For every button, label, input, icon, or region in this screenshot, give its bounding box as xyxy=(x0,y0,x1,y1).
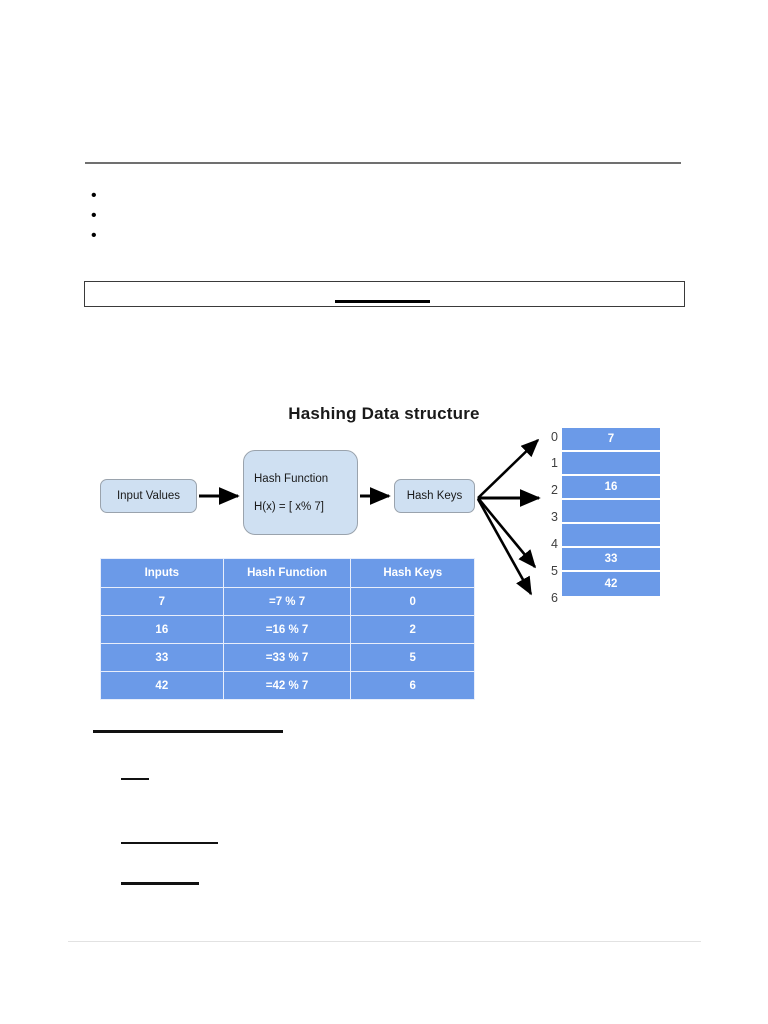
hashing-diagram: Hashing Data structure Input Values xyxy=(0,395,768,705)
table-row: 7 =7 % 7 0 xyxy=(100,587,475,616)
flow-box-function-title: Hash Function xyxy=(254,472,329,485)
top-horizontal-rule xyxy=(85,162,681,164)
hash-mapping-table: Inputs Hash Function Hash Keys 7 =7 % 7 … xyxy=(100,558,475,700)
hash-slot-5: 33 xyxy=(562,548,660,572)
column-header-hash-keys: Hash Keys xyxy=(350,558,475,588)
list-item xyxy=(85,186,685,206)
table-header-row: Inputs Hash Function Hash Keys xyxy=(100,558,475,588)
hash-slot-0: 7 xyxy=(562,428,660,452)
hash-slot-2: 16 xyxy=(562,476,660,500)
bucket-index-3: 3 xyxy=(551,510,558,524)
cell-key: 2 xyxy=(350,615,475,644)
table-row: 33 =33 % 7 5 xyxy=(100,643,475,672)
table-row: 16 =16 % 7 2 xyxy=(100,615,475,644)
flow-box-hash-keys: Hash Keys xyxy=(394,479,475,513)
arrow-key-to-slot-6 xyxy=(476,498,533,596)
flow-box-input-values: Input Values xyxy=(100,479,197,513)
cell-function: =33 % 7 xyxy=(222,643,352,672)
callout-underline xyxy=(335,300,430,303)
column-header-inputs: Inputs xyxy=(100,558,224,588)
hash-slot-6: 42 xyxy=(562,572,660,596)
bucket-index-5: 5 xyxy=(551,564,558,578)
callout-box xyxy=(84,281,685,307)
cell-function: =7 % 7 xyxy=(222,587,352,616)
cell-key: 0 xyxy=(350,587,475,616)
flow-box-keys-label: Hash Keys xyxy=(406,490,463,502)
section-heading-underline-1 xyxy=(93,730,283,733)
cell-function: =42 % 7 xyxy=(222,671,352,700)
section-heading-underline-3 xyxy=(121,842,218,844)
cell-input: 42 xyxy=(100,671,224,700)
cell-key: 5 xyxy=(350,643,475,672)
arrow-key-to-slot-0 xyxy=(477,438,540,499)
bucket-index-4: 4 xyxy=(551,537,558,551)
bucket-index-0: 0 xyxy=(551,430,558,444)
table-row: 42 =42 % 7 6 xyxy=(100,671,475,700)
cell-function: =16 % 7 xyxy=(222,615,352,644)
list-item xyxy=(85,226,685,246)
section-heading-underline-2 xyxy=(121,778,149,780)
bucket-index-1: 1 xyxy=(551,456,558,470)
hash-table-array: 7 16 33 42 xyxy=(562,428,660,596)
flow-box-hash-function: Hash Function H(x) = [ x% 7] xyxy=(243,450,358,535)
cell-input: 33 xyxy=(100,643,224,672)
flow-box-function-formula: H(x) = [ x% 7] xyxy=(254,500,324,513)
column-header-hash-function: Hash Function xyxy=(222,558,352,588)
bucket-index-6: 6 xyxy=(551,591,558,605)
list-item xyxy=(85,206,685,226)
cell-input: 16 xyxy=(100,615,224,644)
hash-slot-1 xyxy=(562,452,660,476)
footer-rule xyxy=(68,941,701,942)
hash-slot-3 xyxy=(562,500,660,524)
flow-box-input-label: Input Values xyxy=(116,490,181,502)
bucket-index-2: 2 xyxy=(551,483,558,497)
section-heading-underline-4 xyxy=(121,882,199,885)
arrow-key-to-slot-5 xyxy=(476,497,537,569)
cell-key: 6 xyxy=(350,671,475,700)
cell-input: 7 xyxy=(100,587,224,616)
diagram-title: Hashing Data structure xyxy=(288,404,480,423)
bullet-list xyxy=(85,186,685,246)
hash-slot-4 xyxy=(562,524,660,548)
